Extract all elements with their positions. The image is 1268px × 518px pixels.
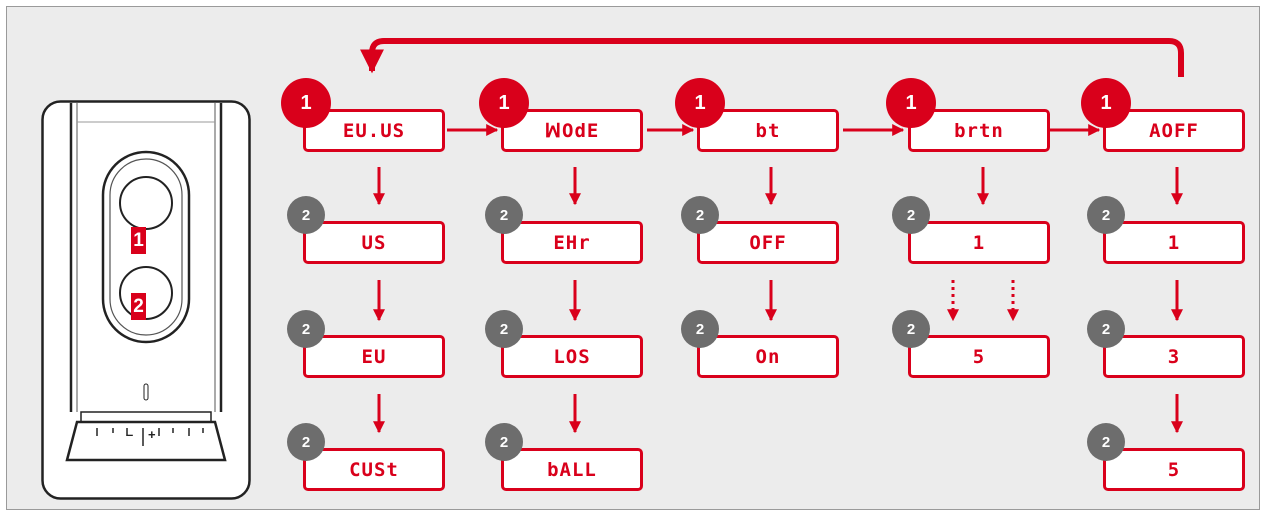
connector-arrows [360,38,1184,434]
option-box: 1 [908,221,1050,264]
device-illustration: 1 2 – + [41,100,251,500]
dial-minus-label: – [126,427,134,442]
option-box: US [303,221,445,264]
step-2-badge: 2 [1087,423,1125,461]
option-box: 3 [1103,335,1245,378]
step-2-badge: 2 [485,196,523,234]
step-1-badge: 1 [886,78,936,128]
device-body [41,100,251,500]
step-2-badge: 2 [681,310,719,348]
step-1-badge: 1 [479,78,529,128]
loop-back-arrow [360,38,1184,77]
option-box: LOS [501,335,643,378]
step-2-badge: 2 [287,196,325,234]
button-2-label: 2 [131,293,146,320]
option-box: EU [303,335,445,378]
option-box: CUSt [303,448,445,491]
menu-diagram: 1 2 – + EU.US US EU CUSt 1 2 2 2 ꟽOdE EH… [6,6,1260,510]
step-2-badge: 2 [287,310,325,348]
dial-plus-label: + [148,427,156,442]
option-box: EHr [501,221,643,264]
option-box: OFF [697,221,839,264]
step-1-badge: 1 [675,78,725,128]
step-2-badge: 2 [892,310,930,348]
step-2-badge: 2 [485,310,523,348]
button-1-label: 1 [131,227,146,254]
step-2-badge: 2 [681,196,719,234]
step-2-badge: 2 [1087,196,1125,234]
menu-header-box: brtn [908,109,1050,152]
option-box: bALL [501,448,643,491]
option-box: On [697,335,839,378]
option-box: 5 [1103,448,1245,491]
step-1-badge: 1 [1081,78,1131,128]
step-2-badge: 2 [1087,310,1125,348]
option-box: 1 [1103,221,1245,264]
step-2-badge: 2 [892,196,930,234]
step-2-badge: 2 [287,423,325,461]
step-1-badge: 1 [281,78,331,128]
option-box: 5 [908,335,1050,378]
step-2-badge: 2 [485,423,523,461]
